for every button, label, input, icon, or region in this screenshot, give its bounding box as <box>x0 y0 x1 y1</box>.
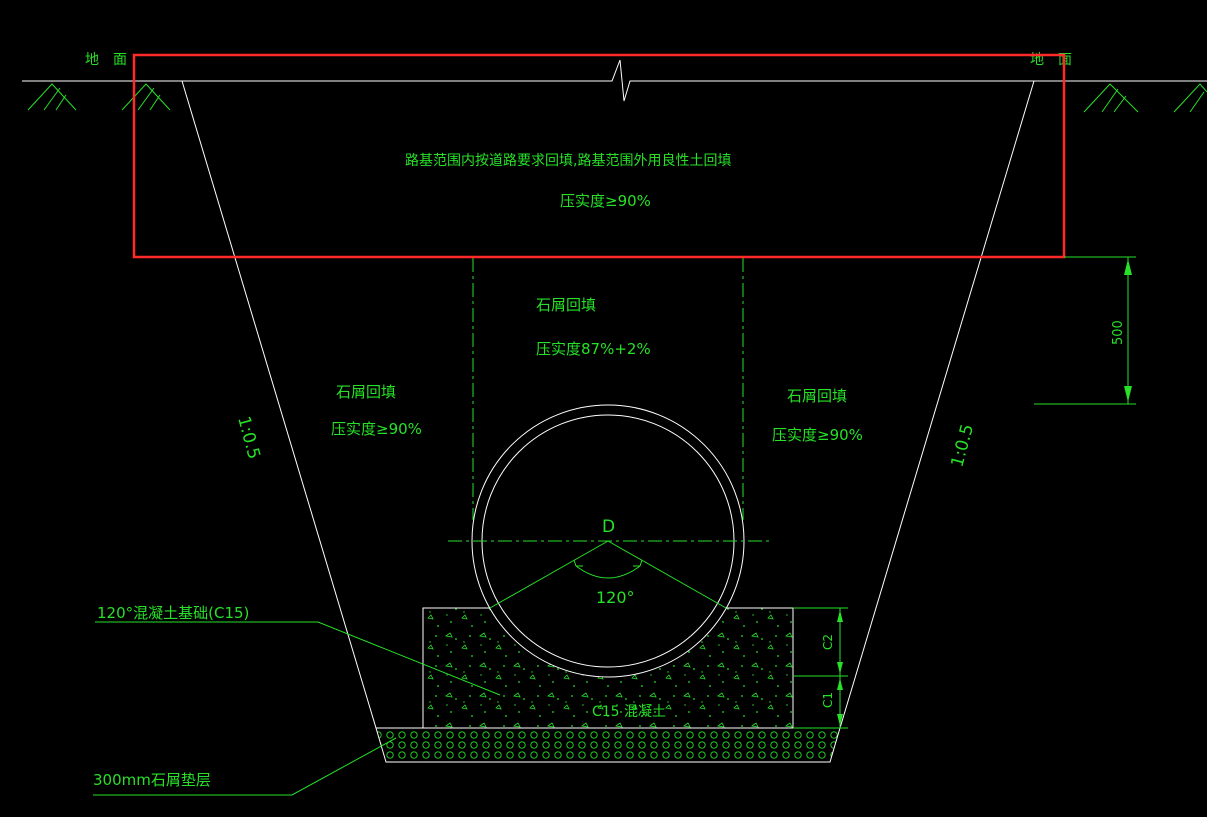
slope-label-right: 1:0.5 <box>948 422 979 469</box>
cushion-callout-leader <box>93 737 397 796</box>
ground-label-left: 地 面 <box>85 52 127 68</box>
slope-label-left: 1:0.5 <box>233 414 264 461</box>
highlight-box <box>132 53 1066 259</box>
center-fill-title: 石屑回填 <box>536 296 596 314</box>
gravel-cushion-layer <box>375 727 841 763</box>
center-fill-compaction: 压实度87%+2% <box>536 340 651 358</box>
dimension-500 <box>1034 256 1136 405</box>
ground-hatch-left-outer <box>27 83 77 111</box>
fill-note-line2: 压实度≥90% <box>560 192 651 210</box>
dim-c1-label: C1 <box>821 692 835 708</box>
ground-hatch-right-2 <box>1173 83 1207 113</box>
dim-500-label: 500 <box>1111 320 1126 345</box>
dim-c2-label: C2 <box>821 634 835 650</box>
right-fill-title: 石屑回填 <box>787 387 847 405</box>
angle-120-lines <box>489 540 727 609</box>
dimension-c1-c2 <box>793 607 848 729</box>
angle-label: 120° <box>596 588 635 607</box>
ground-line <box>22 59 1207 102</box>
pipe-diameter-label: D <box>602 517 615 537</box>
base-callout-leader <box>95 621 501 696</box>
base-concrete-label: C15 混凝土 <box>592 704 666 720</box>
ground-hatch-left-inner <box>121 83 171 111</box>
right-fill-compaction: 压实度≥90% <box>772 426 863 444</box>
ground-hatch-right-1 <box>1083 83 1139 113</box>
left-fill-compaction: 压实度≥90% <box>331 420 422 438</box>
base-callout: 120°混凝土基础(C15) <box>97 604 249 622</box>
fill-note-line1: 路基范围内按道路要求回填,路基范围外用良性土回填 <box>405 152 731 169</box>
left-fill-title: 石屑回填 <box>336 383 396 401</box>
cushion-callout: 300mm石屑垫层 <box>93 771 211 789</box>
